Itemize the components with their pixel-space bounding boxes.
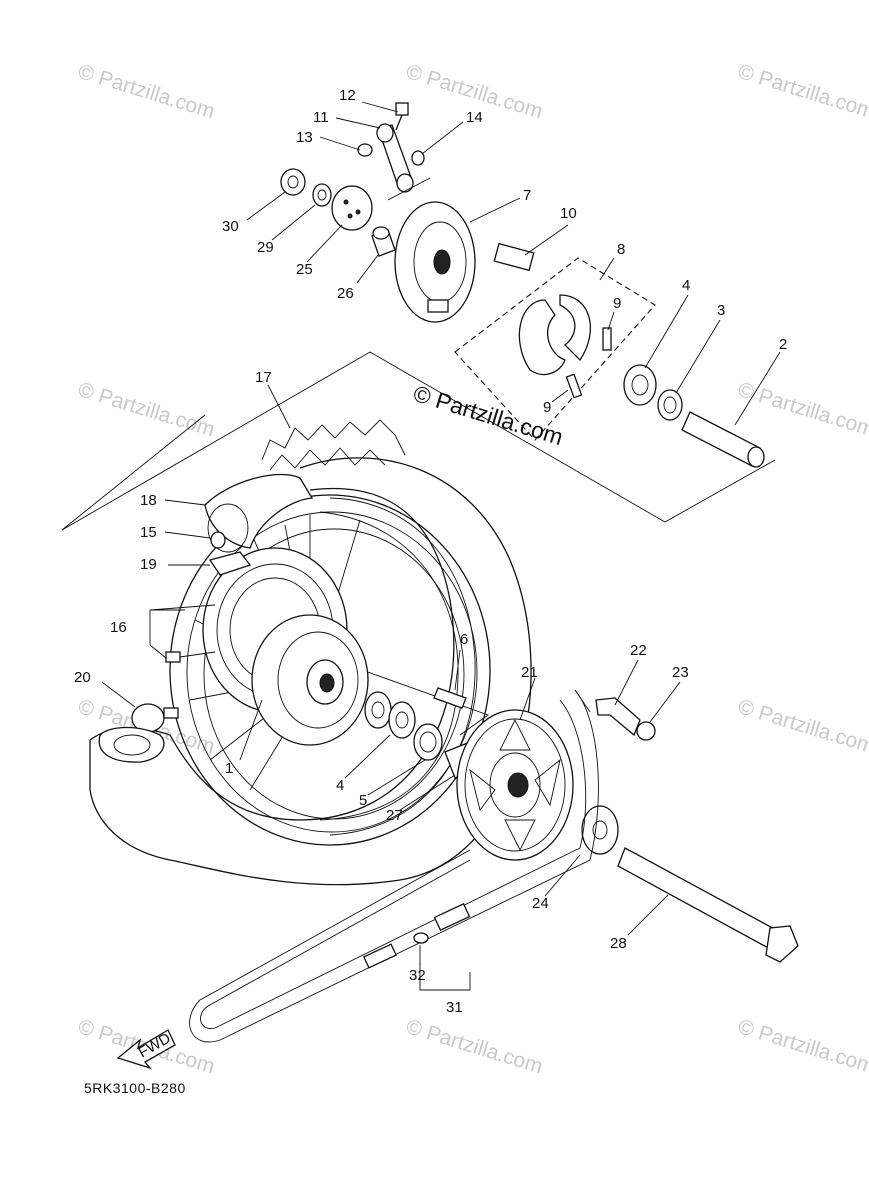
callout-20[interactable]: 20 [74, 669, 91, 686]
wheel-hub[interactable] [251, 614, 369, 746]
plain-washer[interactable] [312, 183, 332, 207]
valve-nut[interactable] [210, 531, 226, 549]
callout-15[interactable]: 15 [140, 524, 157, 541]
callout-23[interactable]: 23 [672, 664, 689, 681]
callout-18[interactable]: 18 [140, 492, 157, 509]
callout-25[interactable]: 25 [296, 261, 313, 278]
bearing-right[interactable] [364, 691, 392, 729]
leader-lines [101, 101, 781, 991]
callout-4-lower[interactable]: 4 [336, 777, 344, 794]
puller-nut[interactable] [636, 721, 656, 741]
callout-9-lower[interactable]: 9 [543, 399, 551, 416]
stud-bolt[interactable] [433, 687, 467, 709]
callout-11[interactable]: 11 [313, 109, 329, 126]
spoke-nipple[interactable] [165, 651, 216, 663]
callout-27[interactable]: 27 [386, 807, 403, 824]
callout-32[interactable]: 32 [409, 967, 426, 984]
wheel-axle[interactable] [617, 847, 799, 963]
callout-13[interactable]: 13 [296, 129, 313, 146]
brake-shoe-plate[interactable] [394, 201, 476, 323]
oil-seal[interactable] [657, 389, 683, 421]
callout-26[interactable]: 26 [337, 285, 354, 302]
chain-puller[interactable] [595, 697, 641, 737]
callout-5[interactable]: 5 [359, 792, 367, 809]
forward-arrow: FWD [116, 1029, 176, 1070]
diagram-code: 5RK3100-B280 [84, 1080, 186, 1096]
callout-labels: 12 11 13 14 30 29 25 26 7 10 8 9 9 4 3 2… [74, 87, 787, 1016]
callout-19[interactable]: 19 [140, 556, 157, 573]
callout-28[interactable]: 28 [610, 935, 627, 952]
lever-washer[interactable] [411, 150, 425, 166]
callout-3[interactable]: 3 [717, 302, 725, 319]
callout-1[interactable]: 1 [225, 760, 233, 777]
lever-nut[interactable] [357, 143, 373, 157]
callout-16[interactable]: 16 [110, 619, 127, 636]
callout-7[interactable]: 7 [523, 187, 531, 204]
brake-shoe-kit[interactable] [454, 257, 656, 441]
spacer[interactable] [371, 226, 396, 257]
driven-sprocket[interactable] [456, 709, 574, 861]
callout-6[interactable]: 6 [460, 631, 468, 648]
drive-chain[interactable] [189, 689, 599, 1043]
callout-21[interactable]: 21 [521, 664, 538, 681]
callout-10[interactable]: 10 [560, 205, 577, 222]
callout-22[interactable]: 22 [630, 642, 647, 659]
callout-31[interactable]: 31 [446, 999, 463, 1016]
rim-lock[interactable] [98, 703, 179, 763]
callout-24[interactable]: 24 [532, 895, 549, 912]
lever-bolt[interactable] [395, 102, 409, 131]
oil-seal-right[interactable] [413, 723, 443, 761]
rim-band[interactable] [208, 551, 252, 576]
axle-nut[interactable] [280, 168, 306, 196]
callout-14[interactable]: 14 [466, 109, 483, 126]
callout-29[interactable]: 29 [257, 239, 274, 256]
callout-30[interactable]: 30 [222, 218, 239, 235]
drive-sprocket-small[interactable] [331, 185, 373, 231]
brake-camshaft[interactable] [493, 242, 535, 272]
callout-17[interactable]: 17 [255, 369, 272, 386]
bearing-right-2[interactable] [388, 701, 416, 739]
brake-shoe-spring[interactable] [565, 327, 612, 399]
bearing-left[interactable] [623, 364, 657, 406]
chain-clip[interactable] [413, 932, 429, 944]
callout-8[interactable]: 8 [617, 241, 625, 258]
chain-joint[interactable] [363, 903, 471, 969]
callout-12[interactable]: 12 [339, 87, 356, 104]
wheel-rim[interactable] [169, 494, 491, 846]
callout-4-upper[interactable]: 4 [682, 277, 690, 294]
chain-guide-sprocket[interactable] [581, 805, 619, 855]
callout-9-upper[interactable]: 9 [613, 295, 621, 312]
collar[interactable] [681, 411, 765, 468]
camshaft-lever[interactable] [376, 123, 414, 193]
callout-2[interactable]: 2 [779, 336, 787, 353]
inner-tube[interactable] [204, 473, 314, 553]
